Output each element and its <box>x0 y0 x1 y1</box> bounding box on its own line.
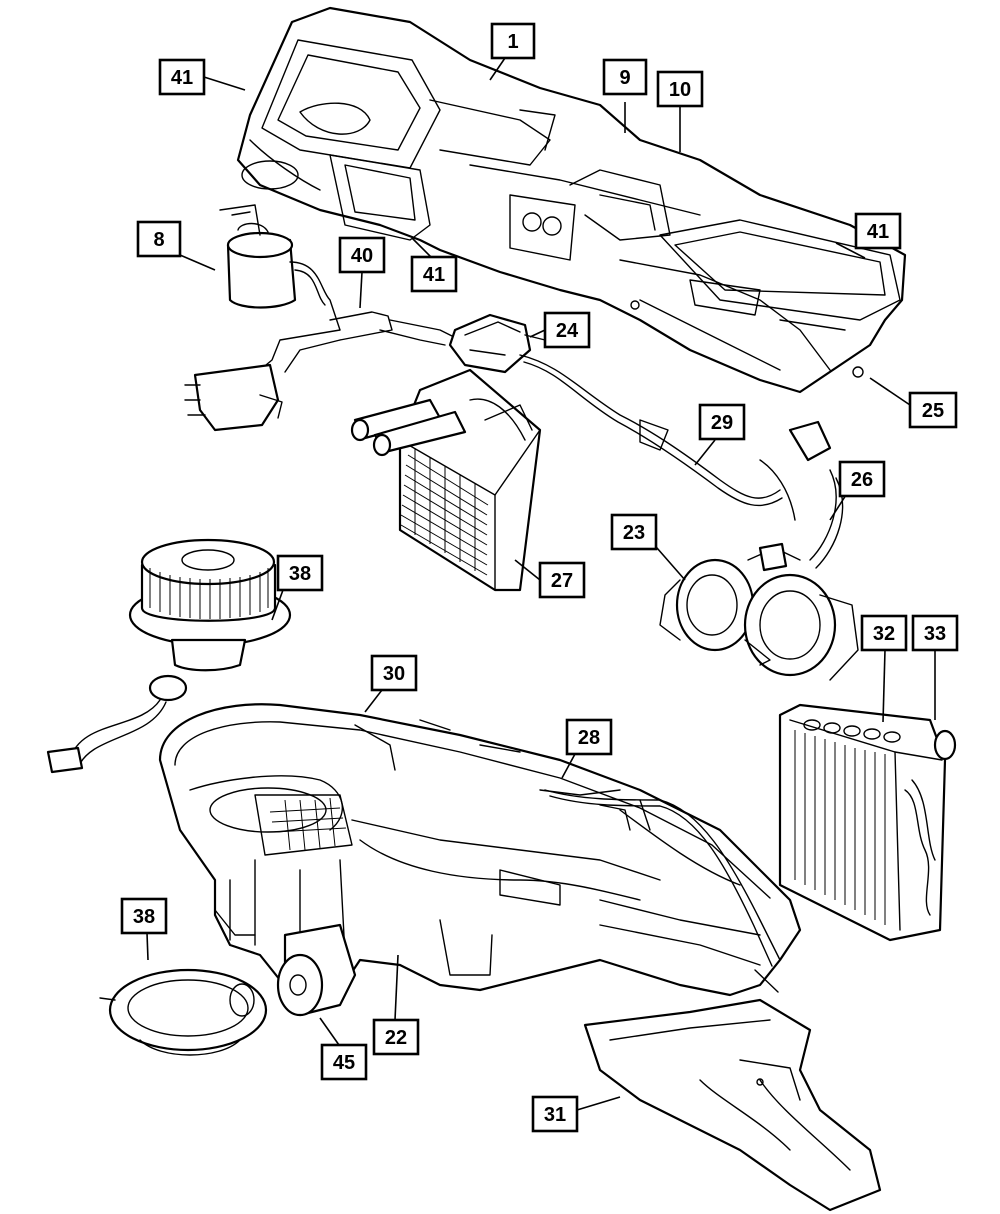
callout-30: 30 <box>370 654 418 692</box>
callout-label: 9 <box>619 67 630 89</box>
heater-core <box>350 368 542 592</box>
callout-23: 23 <box>610 513 658 551</box>
callout-label: 30 <box>383 663 405 685</box>
callout-label: 40 <box>351 245 373 267</box>
callout-label: 26 <box>851 469 873 491</box>
mode-door-actuator <box>219 204 297 309</box>
callout-8: 8 <box>136 220 182 258</box>
floor-distribution-duct <box>583 998 882 1212</box>
callout-label: 41 <box>423 264 445 286</box>
callout-41-center: 41 <box>410 255 458 293</box>
callout-25: 25 <box>908 391 958 429</box>
callout-label: 29 <box>711 412 733 434</box>
callout-label: 45 <box>333 1052 355 1074</box>
lower-hvac-housing <box>158 703 802 1002</box>
callout-1: 1 <box>490 22 536 60</box>
blower-wheel-assembly <box>46 538 292 774</box>
blend-door-actuator <box>448 313 546 374</box>
callout-38-lower: 38 <box>120 897 168 935</box>
callout-label: 23 <box>623 522 645 544</box>
callout-26: 26 <box>838 460 886 498</box>
callout-label: 24 <box>556 320 579 342</box>
callout-40: 40 <box>338 236 386 274</box>
callout-32: 32 <box>860 614 908 652</box>
callout-label: 10 <box>669 79 691 101</box>
callout-label: 38 <box>289 563 311 585</box>
temperature-cable <box>519 354 783 507</box>
callout-label: 38 <box>133 906 155 928</box>
upper-distribution-duct <box>236 6 907 394</box>
callout-38-upper: 38 <box>276 554 324 592</box>
callout-label: 31 <box>544 1104 566 1126</box>
callout-28: 28 <box>565 718 613 756</box>
leader-lines <box>146 57 936 1111</box>
callout-label: 8 <box>153 229 164 251</box>
callout-label: 41 <box>171 67 193 89</box>
callout-27: 27 <box>538 561 586 599</box>
callout-29: 29 <box>698 403 746 441</box>
blower-motor-with-wheel <box>659 420 859 681</box>
callout-label: 32 <box>873 623 895 645</box>
callout-33: 33 <box>911 614 959 652</box>
callout-22: 22 <box>372 1018 420 1056</box>
callout-label: 1 <box>507 31 518 53</box>
callout-label: 22 <box>385 1027 407 1049</box>
callout-label: 41 <box>867 221 889 243</box>
vacuum-harness <box>184 261 461 432</box>
callout-41-top-left: 41 <box>158 58 206 96</box>
callout-9: 9 <box>602 58 648 96</box>
callout-label: 28 <box>578 727 600 749</box>
recirculation-door-actuator <box>276 923 357 1017</box>
blower-housing-cover <box>99 968 268 1056</box>
callout-45: 45 <box>320 1043 368 1081</box>
callout-10: 10 <box>656 70 704 108</box>
callout-label: 27 <box>551 570 573 592</box>
callout-label: 25 <box>922 400 944 422</box>
callout-24: 24 <box>543 311 591 349</box>
callout-31: 31 <box>531 1095 579 1133</box>
evaporator-core <box>778 703 957 942</box>
callout-41-right: 41 <box>854 212 902 250</box>
callout-label: 33 <box>924 623 946 645</box>
